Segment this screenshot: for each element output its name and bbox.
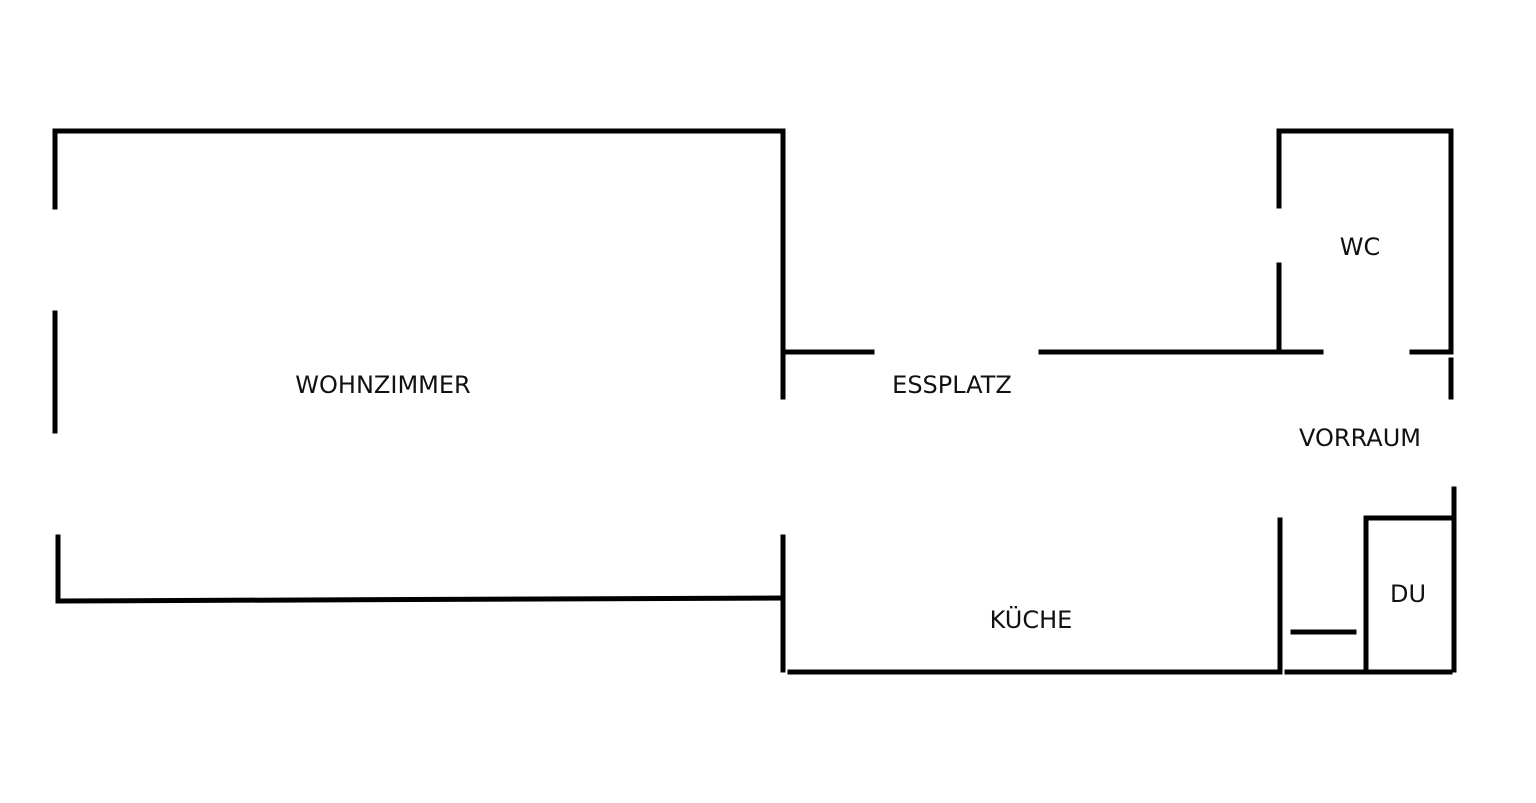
room-label-kueche: KÜCHE [990,605,1073,634]
room-label-wc: WC [1340,233,1381,261]
room-label-esplatz: ESSPLATZ [892,371,1012,399]
room-label-wohnzimmer: WOHNZIMMER [295,371,470,399]
wall-wohnzimmer-bottom [55,595,786,604]
room-label-vorraum: VORRAUM [1299,424,1421,452]
room-labels: WOHNZIMMER ESSPLATZ WC VORRAUM KÜCHE DU [295,233,1426,634]
walls [52,128,1457,675]
room-label-du: DU [1390,580,1426,608]
